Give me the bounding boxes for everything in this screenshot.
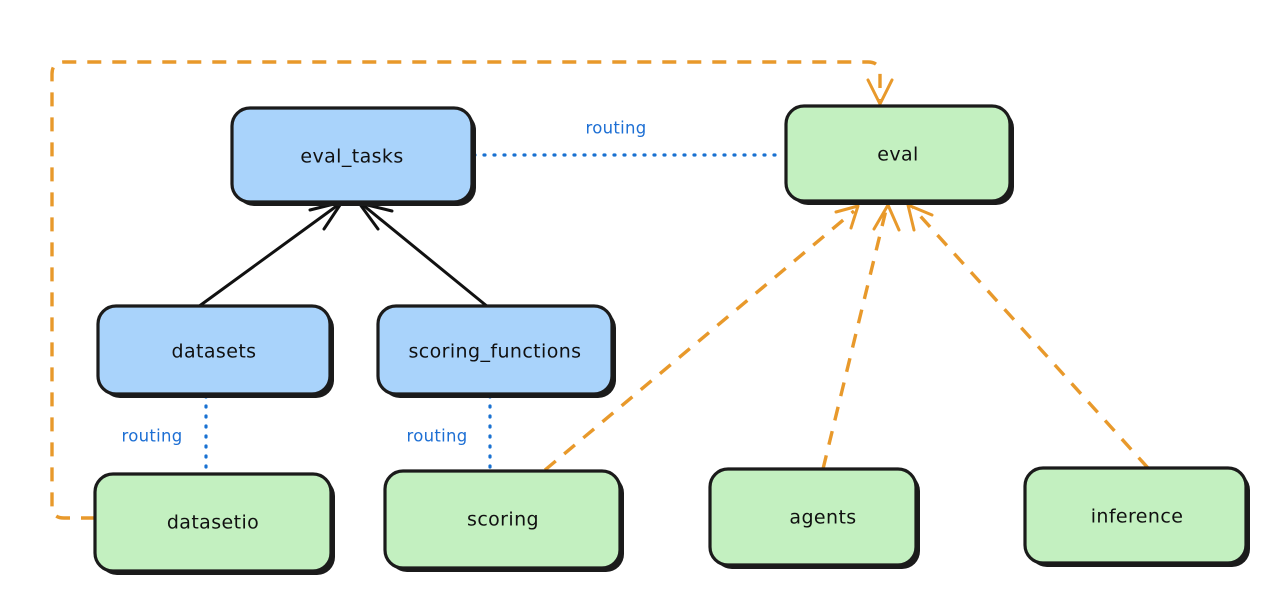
- node-datasets-box: [96, 304, 332, 396]
- node-scoring-functions[interactable]: scoring_functions: [376, 304, 616, 398]
- node-inference-label: inference: [1091, 506, 1184, 528]
- node-inference-box: [1023, 466, 1248, 565]
- node-scoring-functions-box: [376, 304, 614, 396]
- node-datasetio-label: datasetio: [167, 512, 259, 534]
- edge-scoring-functions-to-eval-tasks: [357, 201, 490, 309]
- edge-label-routing-datasets: routing: [121, 427, 182, 446]
- edge-labels-layer: routing routing routing: [121, 119, 646, 446]
- node-datasets-label: datasets: [172, 341, 257, 363]
- nodes-layer: eval_tasks eval datasets scoring_functio…: [93, 104, 1250, 575]
- edge-inference-to-eval: [906, 203, 1150, 470]
- node-scoring-label: scoring: [467, 509, 539, 531]
- node-inference[interactable]: inference: [1023, 466, 1250, 567]
- edge-label-routing-scoring-functions: routing: [406, 427, 467, 446]
- node-agents-box: [708, 467, 918, 567]
- edge-agents-to-eval: [821, 203, 901, 470]
- node-datasetio-box: [93, 472, 333, 573]
- node-datasets[interactable]: datasets: [96, 304, 334, 398]
- edge-label-routing-eval-tasks: routing: [585, 119, 646, 138]
- edge-datasetio-to-eval: [50, 60, 894, 520]
- node-eval-tasks-label: eval_tasks: [300, 146, 403, 168]
- node-eval-tasks[interactable]: eval_tasks: [230, 106, 476, 206]
- node-agents[interactable]: agents: [708, 467, 920, 569]
- node-eval-label: eval: [877, 144, 918, 166]
- node-agents-label: agents: [789, 507, 856, 529]
- node-scoring-functions-label: scoring_functions: [409, 341, 582, 363]
- node-eval-tasks-box: [230, 106, 474, 204]
- node-eval-box: [784, 104, 1012, 203]
- edge-scoring-to-eval: [543, 204, 860, 472]
- node-scoring[interactable]: scoring: [383, 469, 624, 572]
- node-scoring-box: [383, 469, 622, 570]
- edge-datasets-to-eval-tasks: [196, 200, 344, 309]
- node-eval[interactable]: eval: [784, 104, 1014, 205]
- node-datasetio[interactable]: datasetio: [93, 472, 335, 575]
